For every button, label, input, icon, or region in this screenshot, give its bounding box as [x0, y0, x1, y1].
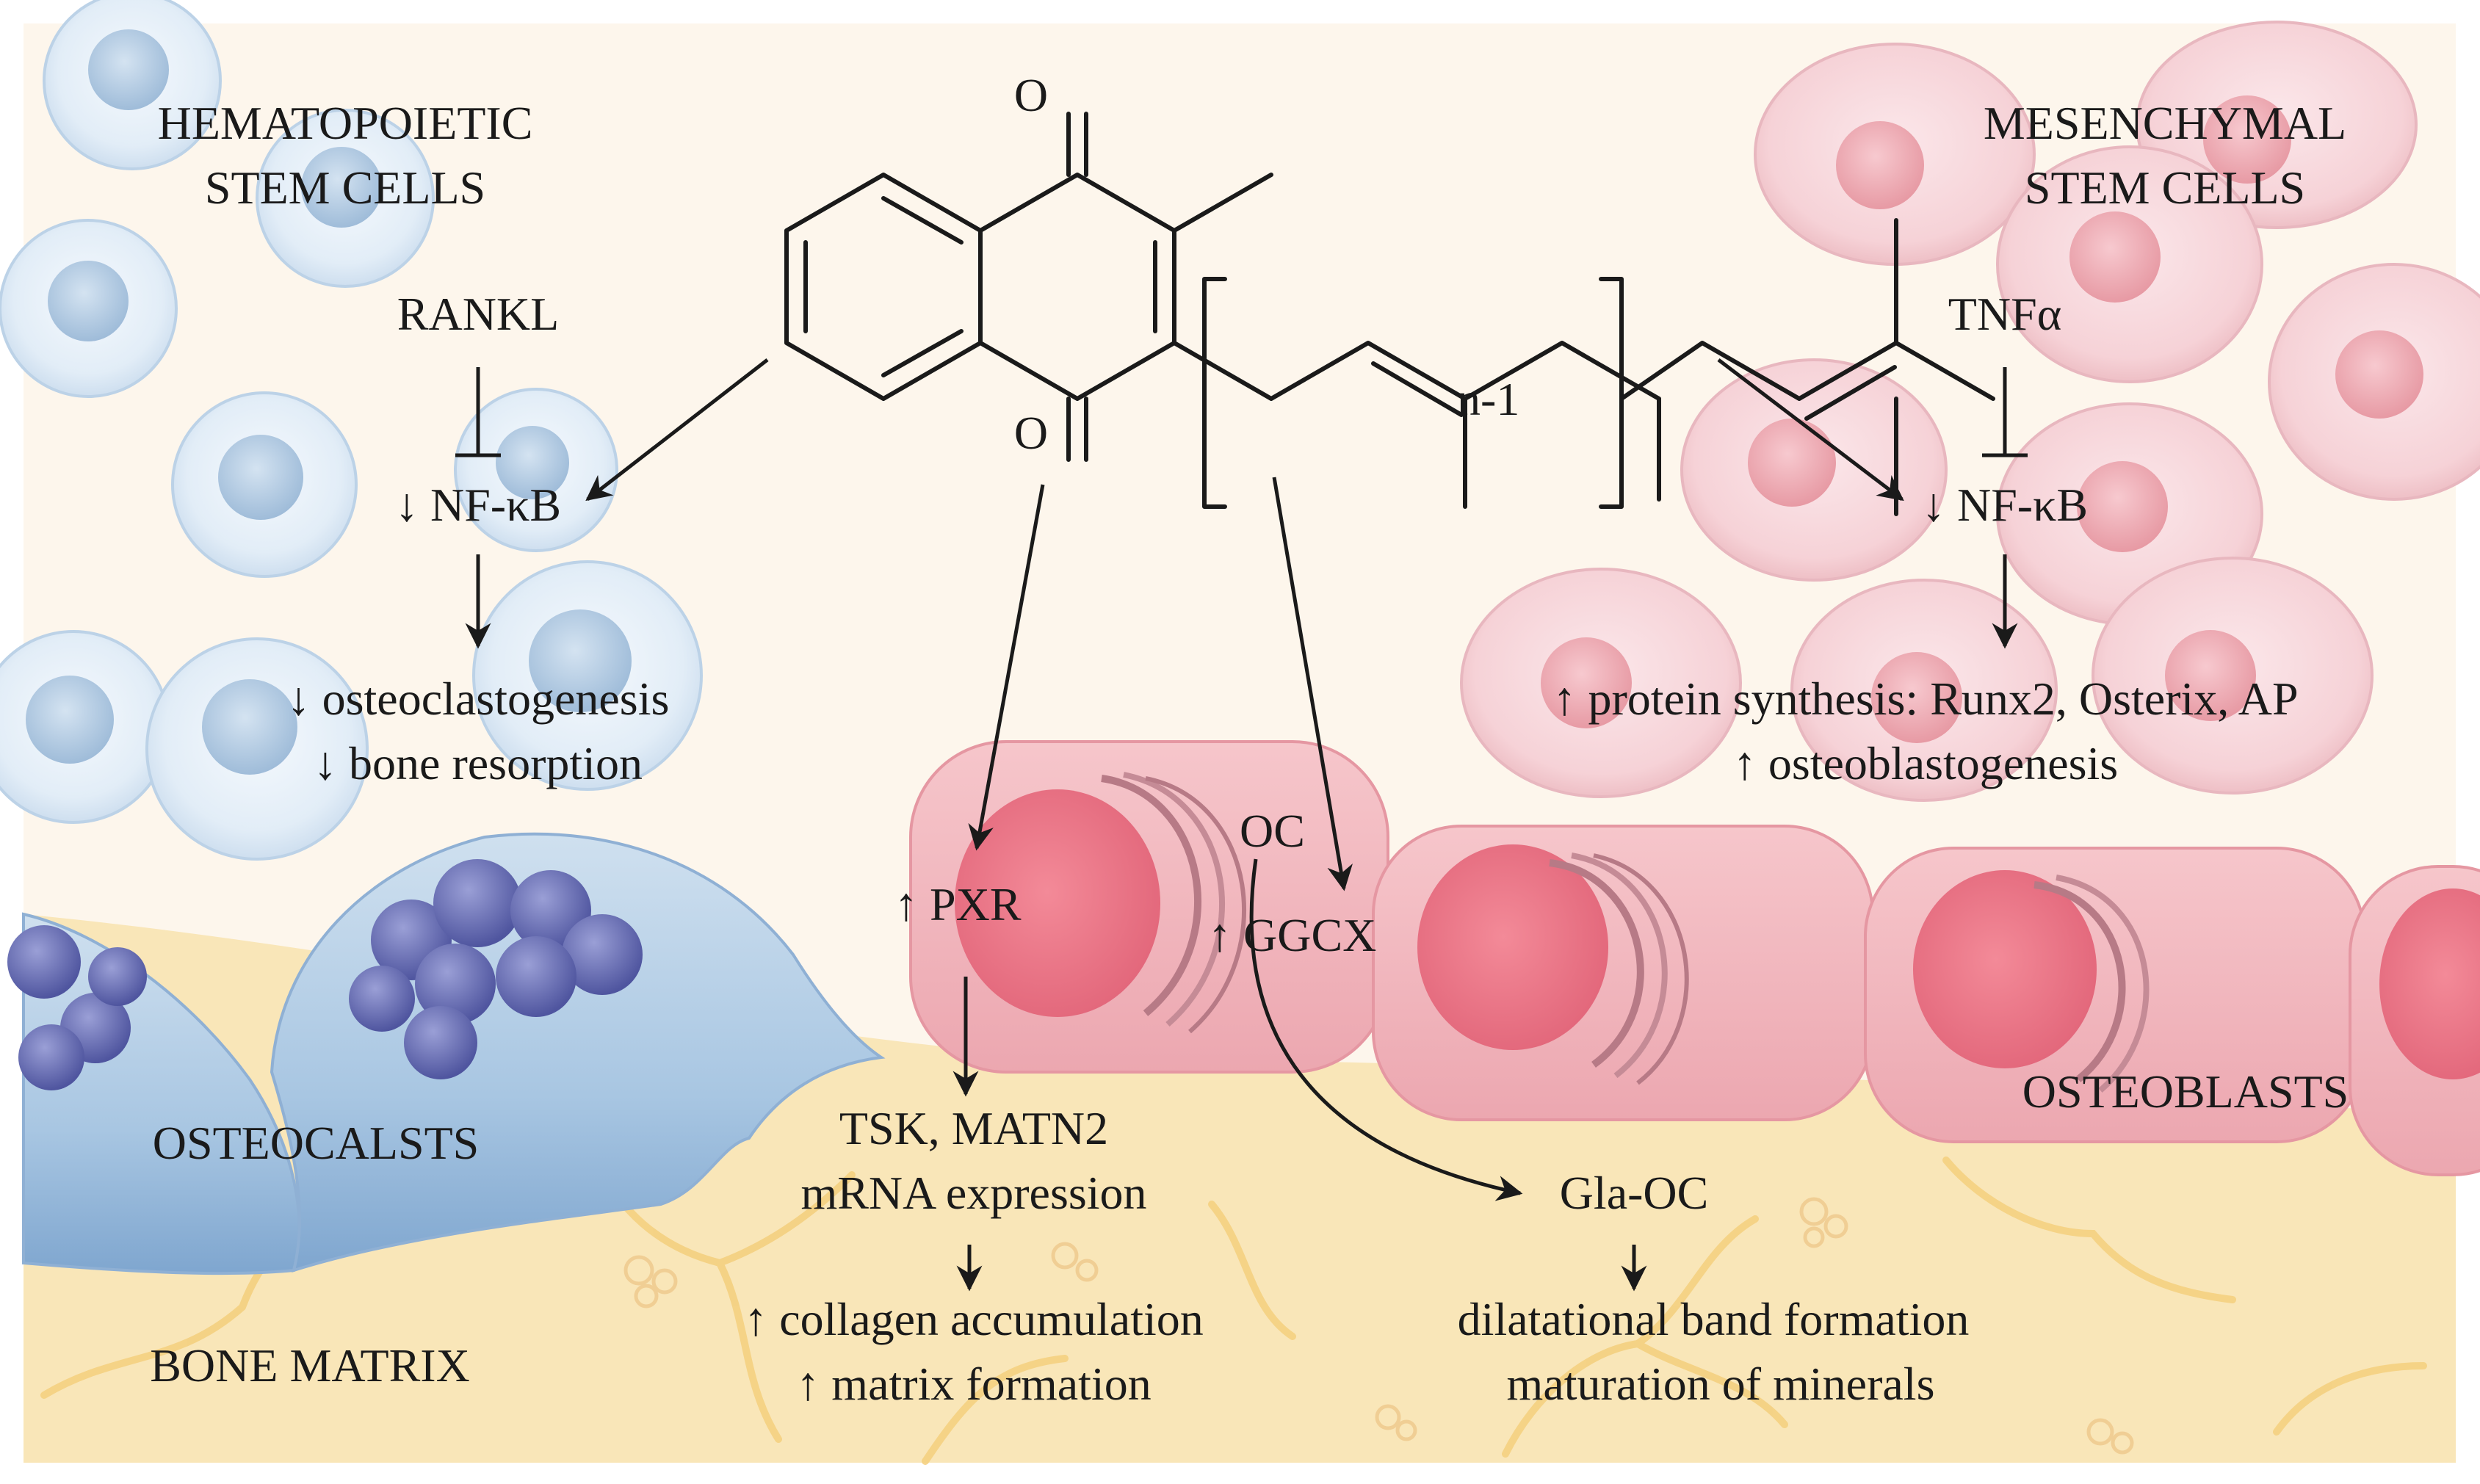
pxr-label: ↑ PXR	[894, 878, 1022, 930]
mrna-expression-label: mRNA expression	[800, 1167, 1147, 1219]
inhibition-tnfa-nfkb	[1982, 367, 2028, 457]
hematopoietic-label-line2: STEM CELLS	[204, 162, 486, 214]
arrow-molecule-right-nfkb	[1717, 358, 1904, 502]
mesenchymal-label-line2: STEM CELLS	[2024, 162, 2306, 214]
oxygen-top-label: O	[1013, 69, 1049, 121]
osteoclasts-label: OSTEOCALSTS	[152, 1117, 480, 1169]
gla-oc-label: Gla-OC	[1559, 1167, 1709, 1219]
osteoclastogenesis-label: ↓ osteoclastogenesis	[286, 673, 670, 725]
bone-matrix-trabeculae	[40, 1142, 2427, 1465]
isoprenoid-chain	[1172, 341, 1661, 509]
msc-cell	[1680, 358, 1948, 582]
carbonyl-bottom	[1066, 397, 1088, 462]
methyl-group	[1172, 173, 1273, 233]
msc-cell	[1790, 579, 2058, 802]
arrow-molecule-left-nfkb	[585, 358, 769, 502]
osteoclast-nuclei	[7, 859, 643, 1090]
bracket-right	[1599, 277, 1624, 509]
arrow-molecule-ggcx	[1272, 477, 1353, 891]
repeat-unit-label: n-1	[1457, 373, 1520, 425]
osteoclasts	[7, 832, 886, 1275]
hematopoietic-label-line1: HEMATOPOIETIC	[157, 97, 533, 149]
bone-matrix-lacunae	[623, 1197, 2134, 1455]
hsc-cell	[256, 109, 435, 288]
dilatational-band-label: dilatational band formation	[1457, 1293, 1970, 1345]
bracket-left	[1202, 277, 1227, 509]
arrow-oc-glaoc	[1249, 858, 1523, 1201]
pathway-arrows	[455, 358, 2028, 1292]
bone-resorption-label: ↓ bone resorption	[314, 737, 643, 789]
protein-synthesis-label: ↑ protein synthesis: Runx2, Osterix, AP	[1552, 673, 2299, 725]
hsc-cell	[472, 560, 703, 791]
msc-cell	[2268, 263, 2480, 501]
oxygen-bottom-label: O	[1013, 407, 1049, 459]
tsk-matn2-label: TSK, MATN2	[839, 1102, 1109, 1154]
mesenchymal-stem-cells	[1460, 21, 2480, 802]
osteoblastogenesis-label: ↑ osteoblastogenesis	[1732, 737, 2119, 789]
arrow-molecule-pxr	[968, 484, 1045, 851]
msc-cell	[2092, 557, 2374, 795]
terminal-isoprene	[1619, 218, 1995, 516]
left-nfkb-label: ↓ NF-κB	[394, 479, 562, 531]
osteoblasts-label: OSTEOBLASTS	[2022, 1065, 2349, 1118]
hsc-cell	[171, 391, 358, 578]
benzene-double-bonds	[803, 196, 964, 377]
carbonyl-top	[1066, 112, 1088, 177]
msc-cell	[1460, 568, 1742, 798]
maturation-minerals-label: maturation of minerals	[1506, 1358, 1935, 1410]
tnfa-label: TNFα	[1948, 288, 2062, 340]
msc-cell	[1996, 145, 2263, 383]
matrix-formation-label: ↑ matrix formation	[796, 1358, 1152, 1410]
hsc-cell	[43, 0, 222, 170]
hematopoietic-stem-cells	[0, 0, 703, 861]
ggcx-label: ↑ GGCX	[1208, 909, 1377, 961]
hsc-cell	[454, 388, 618, 552]
osteoblast-cell	[2349, 865, 2480, 1176]
hsc-cell	[0, 630, 170, 824]
bone-matrix-label: BONE MATRIX	[150, 1339, 470, 1391]
mesenchymal-label-line1: MESENCHYMAL	[1983, 97, 2347, 149]
vitamin-k2-structure	[784, 112, 1995, 516]
osteoblast-cell	[1864, 847, 2366, 1143]
inhibition-rankl-nfkb	[455, 367, 501, 457]
osteoblast-cell	[909, 740, 1389, 1074]
hsc-cell	[145, 637, 369, 861]
right-nfkb-label: ↓ NF-κB	[1921, 479, 2089, 531]
hsc-cell	[0, 219, 178, 398]
osteoblasts	[909, 740, 2480, 1176]
rankl-label: RANKL	[397, 288, 560, 340]
oc-label: OC	[1240, 805, 1305, 857]
osteoblast-cell	[1372, 825, 1874, 1121]
collagen-accumulation-label: ↑ collagen accumulation	[744, 1293, 1204, 1345]
